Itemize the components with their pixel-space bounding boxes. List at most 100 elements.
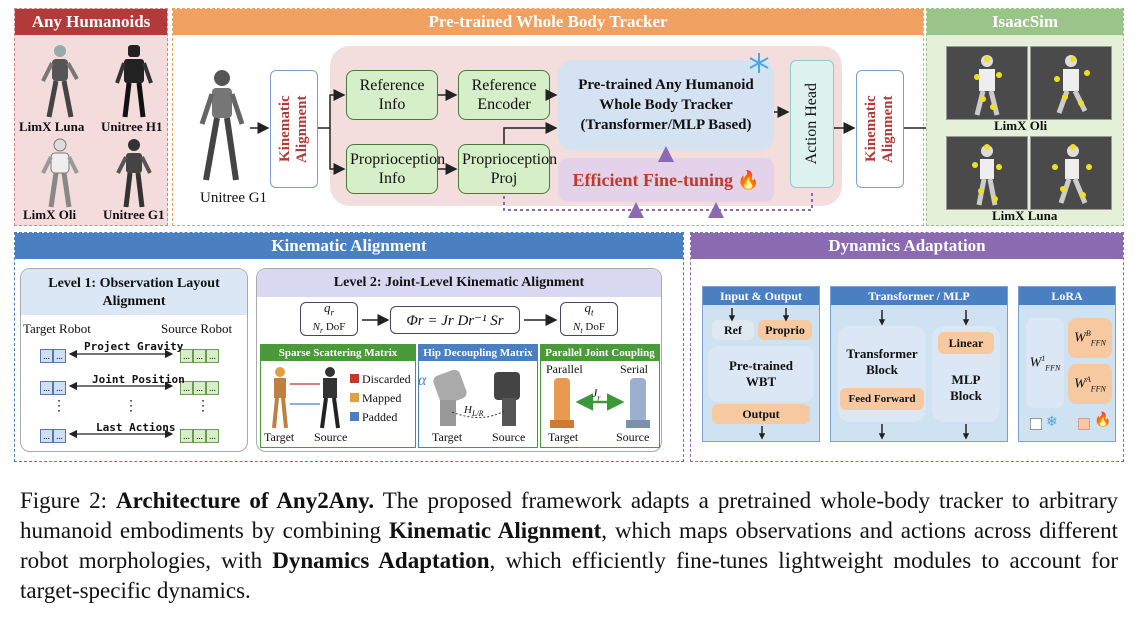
proprioception-info-box: Proprioception Info (346, 144, 445, 194)
level1-title: Level 1: Observation Layout Alignment (48, 276, 220, 309)
action-head-box: Action Head (790, 60, 834, 188)
target-cell: ... (53, 381, 66, 395)
lora-header: LoRA (1019, 287, 1115, 305)
nr-symbol: N (312, 321, 320, 334)
sparse-legend-mapped: Mapped (350, 391, 401, 406)
reference-info-box: Reference Info (346, 70, 438, 120)
level1-target-label: Target Robot (23, 321, 91, 336)
hip-source-label: Source (492, 430, 526, 444)
qr-box: qr Nr DoF (300, 300, 358, 336)
sparse-legend-padded: Padded (350, 410, 397, 425)
fire-icon: 🔥 (737, 169, 760, 190)
hlr-symbol: HL/R (464, 404, 484, 418)
sim-image-luna-2 (1030, 136, 1112, 210)
caption-title: Architecture of Any2Any. (116, 488, 375, 513)
linear-label: Linear (948, 335, 984, 350)
robot-unitree-g1-image (116, 139, 152, 208)
level1-arrows (68, 349, 174, 439)
caption-text-2: , which maps observations and actions ac… (20, 518, 1119, 573)
proprioception-proj-label: Proprioception Proj (462, 151, 558, 187)
caption-text-3: , which efficiently fine-tunes lightweig… (20, 548, 1118, 603)
target-cell: ... (40, 429, 53, 443)
equation-label: Φr = Jr Dr⁻¹ Sr (406, 312, 504, 329)
source-cell: ... (206, 349, 219, 363)
tracker-title: Pre-trained Whole Body Tracker (173, 9, 923, 35)
w1-sup: 1 (1041, 353, 1046, 363)
wb-sup: B (1085, 328, 1091, 338)
proprioception-proj-box: Proprioception Proj (458, 144, 558, 194)
source-cell: ... (193, 349, 206, 363)
target-cell: ... (53, 429, 66, 443)
robot-label-limx-luna: LimX Luna (19, 119, 85, 134)
any-humanoids-panel: Any Humanoids LimX Luna Unitree H1 LimX … (14, 8, 168, 226)
wb-main: W (1074, 330, 1086, 346)
level2-arrows (362, 314, 558, 326)
robot-unitree-h1-image (115, 45, 153, 118)
w1-sub: FFN (1045, 363, 1061, 373)
target-cell: ... (40, 381, 53, 395)
hip-box: Hip Decoupling Matrix (418, 344, 538, 448)
target-cell: ... (53, 349, 66, 363)
hip-target-label: Target (432, 430, 463, 444)
snowflake-legend-icon: ❄ (1046, 415, 1058, 430)
mapped-label: Mapped (362, 391, 402, 405)
level2-title: Level 2: Joint-Level Kinematic Alignment (333, 275, 585, 290)
source-cell: ... (180, 349, 193, 363)
sim-image-luna-1 (946, 136, 1028, 210)
mlp-block-label: MLP Block (950, 372, 982, 403)
reference-encoder-box: Reference Encoder (458, 70, 550, 120)
kinematic-alignment-right-box: Kinematic Alignment (856, 70, 904, 188)
robot-label-unitree-h1: Unitree H1 (101, 119, 163, 134)
sim-image-oli-1 (946, 46, 1028, 120)
padded-swatch (350, 412, 359, 421)
discarded-label: Discarded (362, 372, 411, 386)
alpha-symbol: α (418, 372, 427, 389)
parallel-target-label: Target (548, 430, 579, 444)
feed-forward-box: Feed Forward (840, 388, 924, 410)
kinematic-alignment-left-box: Kinematic Alignment (270, 70, 318, 188)
tm-header: Transformer / MLP (831, 287, 1007, 305)
linear-box: Linear (938, 332, 994, 354)
output-box: Output (712, 404, 810, 424)
vertical-ellipsis-3: ⋮ (196, 399, 210, 414)
jr-symbol: Jr (592, 386, 600, 402)
dof-label: DoF (323, 321, 346, 334)
source-cell: ... (193, 429, 206, 443)
source-cell: ... (193, 381, 206, 395)
sparse-source-label: Source (314, 430, 348, 444)
level1-row-2: ...... ......... (40, 378, 240, 395)
level1-header (21, 269, 247, 315)
wa-main: W (1074, 376, 1086, 392)
level2-header (257, 269, 661, 297)
sim-image-oli-2 (1030, 46, 1112, 120)
any-humanoids-title: Any Humanoids (15, 9, 167, 35)
vertical-ellipsis-1: ⋮ (52, 399, 66, 414)
pretrained-tracker-label: Pre-trained Any Humanoid Whole Body Trac… (578, 77, 754, 133)
vertical-ellipsis-2: ⋮ (124, 399, 138, 414)
level1-row-1: ...... ......... (40, 346, 240, 363)
target-cell: ... (40, 349, 53, 363)
sparse-legend-discarded: Discarded (350, 372, 411, 387)
parallel-source-label: Source (616, 430, 650, 444)
sim-label-limx-oli: LimX Oli (994, 118, 1048, 133)
reference-encoder-label: Reference Encoder (471, 77, 537, 113)
parallel-label: Parallel (546, 362, 583, 376)
hlr-subscript: L/R (471, 409, 484, 419)
efficient-finetuning-label: Efficient Fine-tuning (572, 169, 734, 190)
jr-subscript: r (597, 393, 601, 403)
jr-main: J (592, 386, 598, 400)
source-cell: ... (206, 381, 219, 395)
dynamics-arrows (728, 308, 970, 440)
level1-row-3: ...... ......... (40, 426, 240, 443)
discarded-swatch (350, 374, 359, 383)
transformer-block-label: Transformer Block (846, 346, 918, 377)
nt-symbol: N (573, 321, 581, 334)
hip-joint-image (433, 369, 520, 426)
wa-sup: A (1085, 374, 1091, 384)
tracker-robot-label: Unitree G1 (200, 190, 268, 206)
sim-label-limx-luna: LimX Luna (992, 208, 1058, 223)
dynamics-title: Dynamics Adaptation (691, 233, 1123, 259)
caption-figure-label: Figure 2: (20, 488, 107, 513)
source-cell: ... (180, 429, 193, 443)
caption-bold-kinematic: Kinematic Alignment (388, 518, 602, 543)
